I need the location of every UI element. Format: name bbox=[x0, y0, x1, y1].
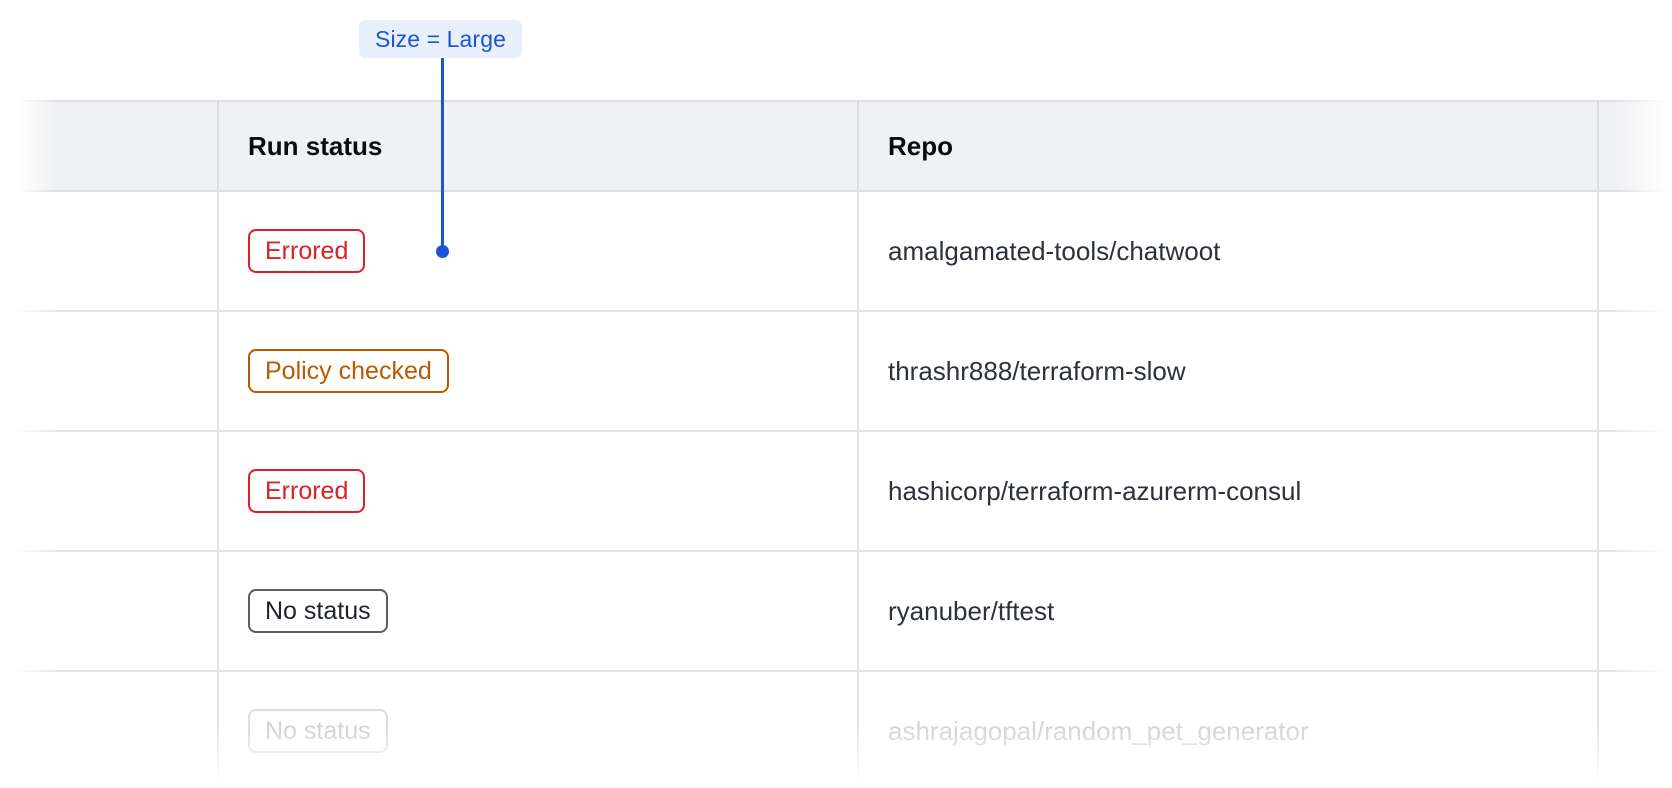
status-badge-label: Errored bbox=[265, 236, 349, 265]
row-leading-spacer-cell bbox=[0, 431, 219, 552]
status-badge[interactable]: Policy checked bbox=[248, 349, 449, 393]
cell-run-status: Errored bbox=[218, 191, 859, 312]
cell-repo[interactable]: amalgamated-tools/chatwoot bbox=[858, 191, 1599, 312]
column-header-trailing-spacer bbox=[1598, 100, 1672, 192]
runs-table: Run status Repo Errored amalgamated-tools… bbox=[0, 100, 1672, 788]
status-badge-label: Policy checked bbox=[265, 356, 432, 385]
cell-run-status: Policy checked bbox=[218, 311, 859, 432]
cell-repo[interactable]: ryanuber/tftest bbox=[858, 551, 1599, 672]
table-row[interactable]: Errored amalgamated-tools/chatwoot bbox=[0, 191, 1672, 312]
cell-repo[interactable]: hashicorp/terraform-azurerm-consul bbox=[858, 431, 1599, 552]
cell-repo[interactable]: thrashr888/terraform-slow bbox=[858, 311, 1599, 432]
size-annotation-connector-dot bbox=[436, 245, 449, 258]
status-badge[interactable]: No status bbox=[248, 589, 388, 633]
row-trailing-spacer-cell bbox=[1598, 191, 1672, 312]
table-header: Run status Repo bbox=[0, 100, 1672, 192]
status-badge-label: No status bbox=[265, 596, 371, 625]
row-trailing-spacer-cell bbox=[1598, 671, 1672, 788]
table-row[interactable]: No status ryanuber/tftest bbox=[0, 551, 1672, 672]
runs-table-container: Run status Repo Errored amalgamated-tools… bbox=[0, 100, 1672, 788]
size-annotation-text: Size = Large bbox=[375, 25, 506, 52]
status-badge[interactable]: No status bbox=[248, 709, 388, 753]
column-header-repo[interactable]: Repo bbox=[858, 100, 1599, 192]
table-row[interactable]: Errored hashicorp/terraform-azurerm-consu… bbox=[0, 431, 1672, 552]
cell-run-status: No status bbox=[218, 671, 859, 788]
status-badge-label: No status bbox=[265, 716, 371, 745]
cell-run-status: Errored bbox=[218, 431, 859, 552]
size-annotation-connector-line bbox=[441, 58, 444, 252]
column-header-leading-spacer bbox=[0, 100, 219, 192]
cell-run-status: No status bbox=[218, 551, 859, 672]
status-badge-label: Errored bbox=[265, 476, 349, 505]
size-annotation-label: Size = Large bbox=[359, 20, 522, 58]
row-leading-spacer-cell bbox=[0, 311, 219, 432]
row-trailing-spacer-cell bbox=[1598, 311, 1672, 432]
table-row[interactable]: No status ashrajagopal/random_pet_generat… bbox=[0, 671, 1672, 788]
row-leading-spacer-cell bbox=[0, 191, 219, 312]
cell-repo[interactable]: ashrajagopal/random_pet_generator bbox=[858, 671, 1599, 788]
row-trailing-spacer-cell bbox=[1598, 551, 1672, 672]
row-leading-spacer-cell bbox=[0, 551, 219, 672]
row-trailing-spacer-cell bbox=[1598, 431, 1672, 552]
column-header-run-status[interactable]: Run status bbox=[218, 100, 859, 192]
table-row[interactable]: Policy checked thrashr888/terraform-slow bbox=[0, 311, 1672, 432]
table-header-row: Run status Repo bbox=[0, 100, 1672, 192]
row-leading-spacer-cell bbox=[0, 671, 219, 788]
status-badge[interactable]: Errored bbox=[248, 469, 366, 513]
status-badge[interactable]: Errored bbox=[248, 229, 366, 273]
